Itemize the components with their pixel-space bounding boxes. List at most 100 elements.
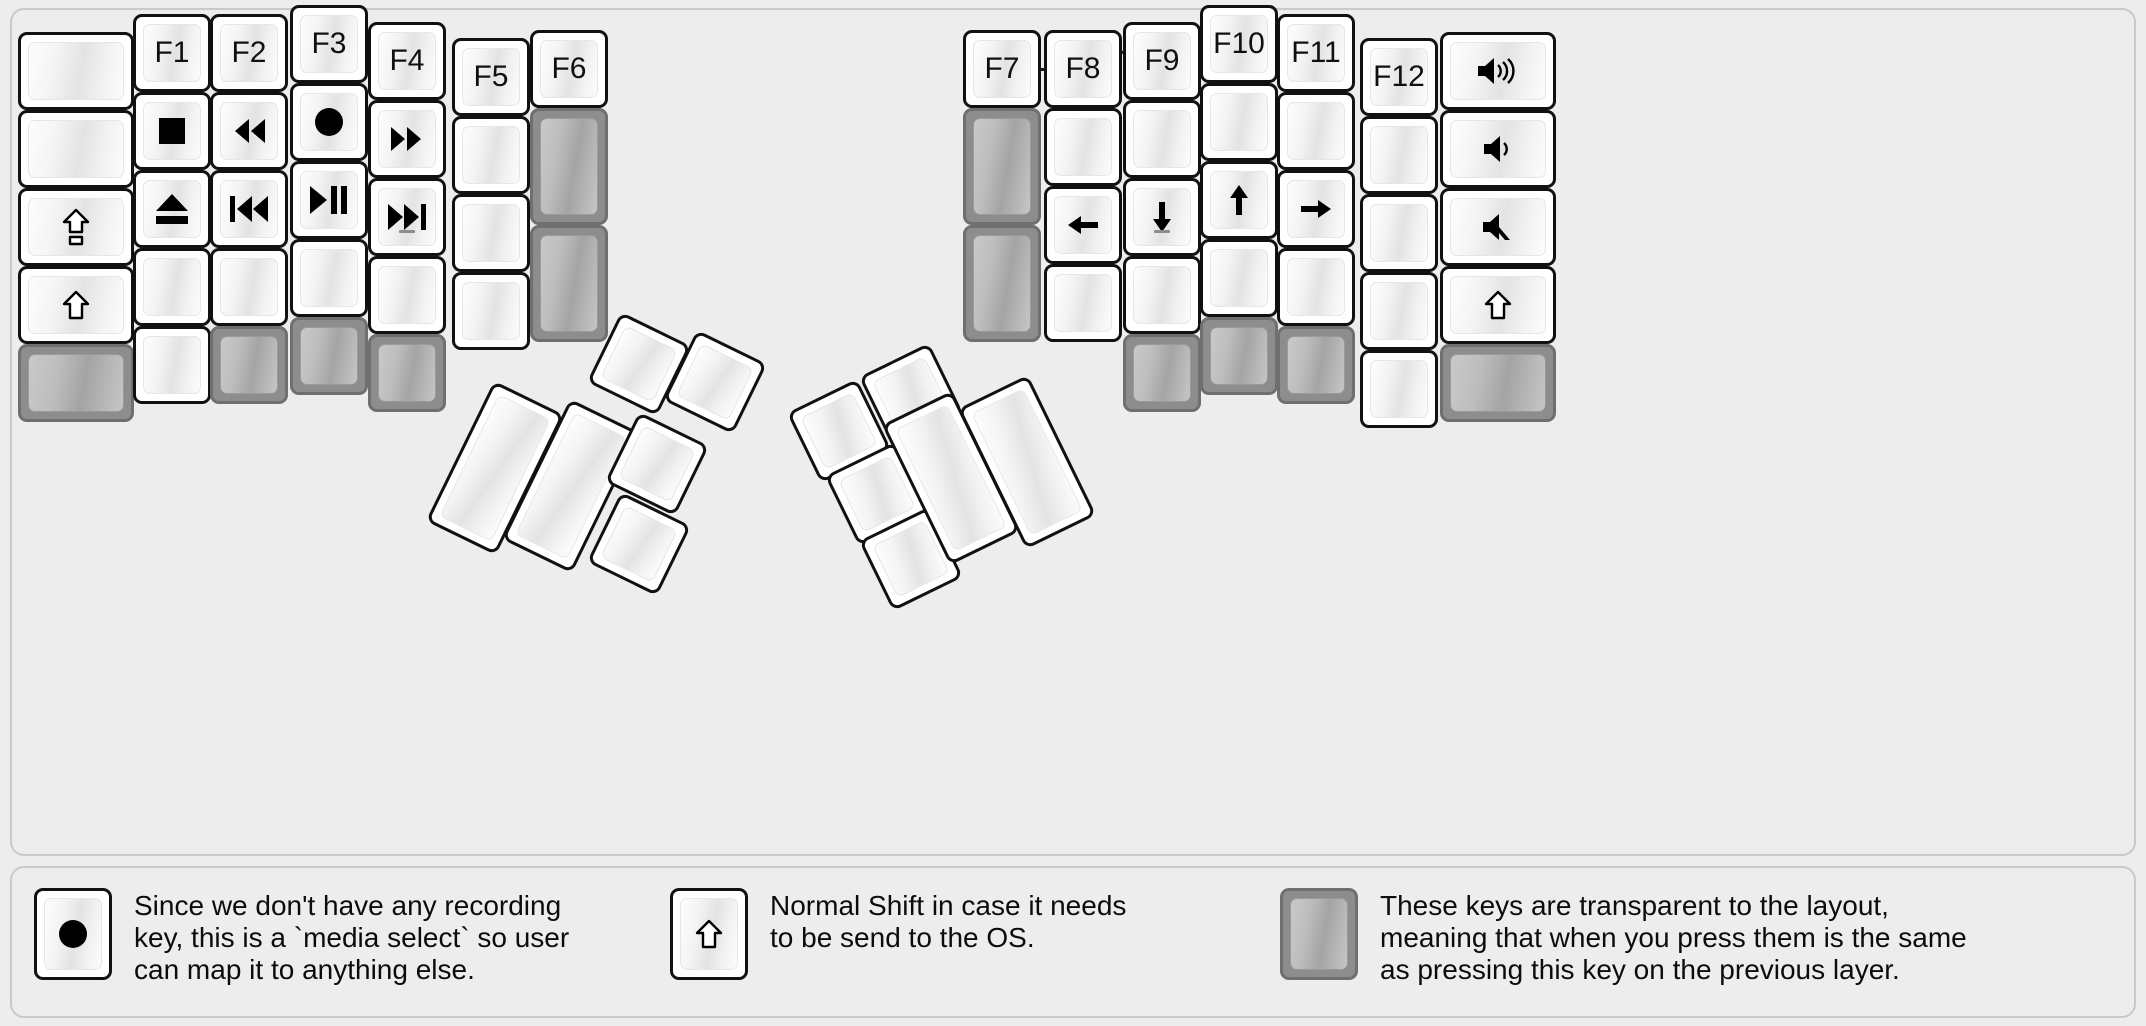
keycap-face (220, 102, 278, 160)
keycap-face (44, 898, 102, 970)
keycap-face (143, 258, 201, 316)
keycap-face (378, 188, 436, 246)
left-key-inner-extra-1[interactable]: F6 (530, 30, 608, 108)
right-key-pinky-outer-5[interactable] (1440, 344, 1556, 422)
left-key-pinky-5[interactable] (133, 326, 211, 404)
left-key-inner-extra-2[interactable] (530, 108, 608, 225)
key-label: F3 (311, 27, 347, 60)
shift-arrow-icon (1484, 290, 1512, 320)
left-key-index-inner-3[interactable] (452, 194, 530, 272)
right-key-inner-extra-3[interactable] (963, 225, 1041, 342)
left-key-middle-3[interactable] (290, 161, 368, 239)
left-key-pinky-4[interactable] (133, 248, 211, 326)
right-key-inner-extra-2[interactable] (963, 108, 1041, 225)
key-label: F10 (1213, 27, 1265, 60)
keycap-face (143, 180, 201, 238)
keycap-face (220, 336, 278, 394)
right-key-index-inner-2[interactable] (1044, 108, 1122, 186)
volume-down-icon (1484, 135, 1512, 163)
keycap-face (973, 235, 1031, 332)
right-key-middle-2[interactable] (1200, 83, 1278, 161)
left-key-inner-extra-3[interactable] (530, 225, 608, 342)
right-key-pinky-4[interactable] (1360, 272, 1438, 350)
left-key-ring-4[interactable] (210, 248, 288, 326)
legend-panel (10, 866, 2136, 1018)
key-label: F4 (389, 44, 425, 77)
right-key-index-inner-4[interactable] (1044, 264, 1122, 342)
legend-key-sample-2 (670, 888, 748, 980)
left-key-pinky-outer-3[interactable] (18, 188, 134, 266)
keycap-face (1450, 354, 1546, 412)
right-key-middle-4[interactable] (1200, 239, 1278, 317)
keycap-face (600, 505, 678, 583)
right-key-middle-3[interactable] (1200, 161, 1278, 239)
left-key-pinky-1[interactable]: F1 (133, 14, 211, 92)
left-key-ring-3[interactable] (210, 170, 288, 248)
keycap-face: F2 (220, 24, 278, 82)
right-key-middle-5[interactable] (1200, 317, 1278, 395)
left-key-index-4[interactable] (368, 256, 446, 334)
keycap-face (28, 354, 124, 412)
left-key-pinky-outer-4[interactable] (18, 266, 134, 344)
keycap-face (28, 276, 124, 334)
right-key-inner-extra-1[interactable]: F7 (963, 30, 1041, 108)
keycap-face (300, 249, 358, 307)
right-key-ring-2[interactable] (1277, 92, 1355, 170)
keycap-face (1054, 196, 1112, 254)
right-key-index-2[interactable] (1123, 100, 1201, 178)
record-icon (59, 920, 87, 948)
left-key-index-5[interactable] (368, 334, 446, 412)
right-key-pinky-1[interactable]: F12 (1360, 38, 1438, 116)
left-key-middle-2[interactable] (290, 83, 368, 161)
right-key-ring-5[interactable] (1277, 326, 1355, 404)
right-key-ring-4[interactable] (1277, 248, 1355, 326)
right-key-index-5[interactable] (1123, 334, 1201, 412)
right-key-index-1[interactable]: F9 (1123, 22, 1201, 100)
key-label: F7 (984, 52, 1020, 85)
right-key-pinky-2[interactable] (1360, 116, 1438, 194)
left-key-pinky-2[interactable] (133, 92, 211, 170)
keycap-face (220, 258, 278, 316)
left-key-middle-5[interactable] (290, 317, 368, 395)
left-key-index-inner-4[interactable] (452, 272, 530, 350)
left-key-middle-1[interactable]: F3 (290, 5, 368, 83)
keycap-face (28, 42, 124, 100)
keycap-face (378, 266, 436, 324)
left-key-ring-5[interactable] (210, 326, 288, 404)
keycap-face (1370, 126, 1428, 184)
right-key-pinky-5[interactable] (1360, 350, 1438, 428)
left-key-index-inner-1[interactable]: F5 (452, 38, 530, 116)
left-key-index-1[interactable]: F4 (368, 22, 446, 100)
right-key-pinky-outer-1[interactable] (1440, 32, 1556, 110)
right-key-index-3[interactable] (1123, 178, 1201, 256)
left-key-index-2[interactable] (368, 100, 446, 178)
left-key-ring-2[interactable] (210, 92, 288, 170)
keycap-face (462, 126, 520, 184)
right-key-pinky-outer-2[interactable] (1440, 110, 1556, 188)
right-key-pinky-3[interactable] (1360, 194, 1438, 272)
right-key-ring-3[interactable] (1277, 170, 1355, 248)
keycap-face: F1 (143, 24, 201, 82)
key-label: F5 (473, 60, 509, 93)
keycap-face (1290, 898, 1348, 970)
left-key-index-inner-2[interactable] (452, 116, 530, 194)
keycap-face (1450, 42, 1546, 100)
keycap-face (220, 180, 278, 238)
right-key-index-4[interactable] (1123, 256, 1201, 334)
left-key-pinky-outer-2[interactable] (18, 110, 134, 188)
left-key-middle-4[interactable] (290, 239, 368, 317)
left-key-ring-1[interactable]: F2 (210, 14, 288, 92)
keycap-face (1370, 204, 1428, 262)
right-key-ring-1[interactable]: F11 (1277, 14, 1355, 92)
left-key-pinky-outer-1[interactable] (18, 32, 134, 110)
left-key-index-3[interactable] (368, 178, 446, 256)
right-key-middle-1[interactable]: F10 (1200, 5, 1278, 83)
right-key-pinky-outer-4[interactable] (1440, 266, 1556, 344)
right-key-index-inner-3[interactable] (1044, 186, 1122, 264)
left-key-pinky-3[interactable] (133, 170, 211, 248)
left-key-pinky-outer-5[interactable] (18, 344, 134, 422)
right-key-pinky-outer-3[interactable] (1440, 188, 1556, 266)
keycap-face (1370, 282, 1428, 340)
right-key-index-inner-1[interactable]: F8 (1044, 30, 1122, 108)
